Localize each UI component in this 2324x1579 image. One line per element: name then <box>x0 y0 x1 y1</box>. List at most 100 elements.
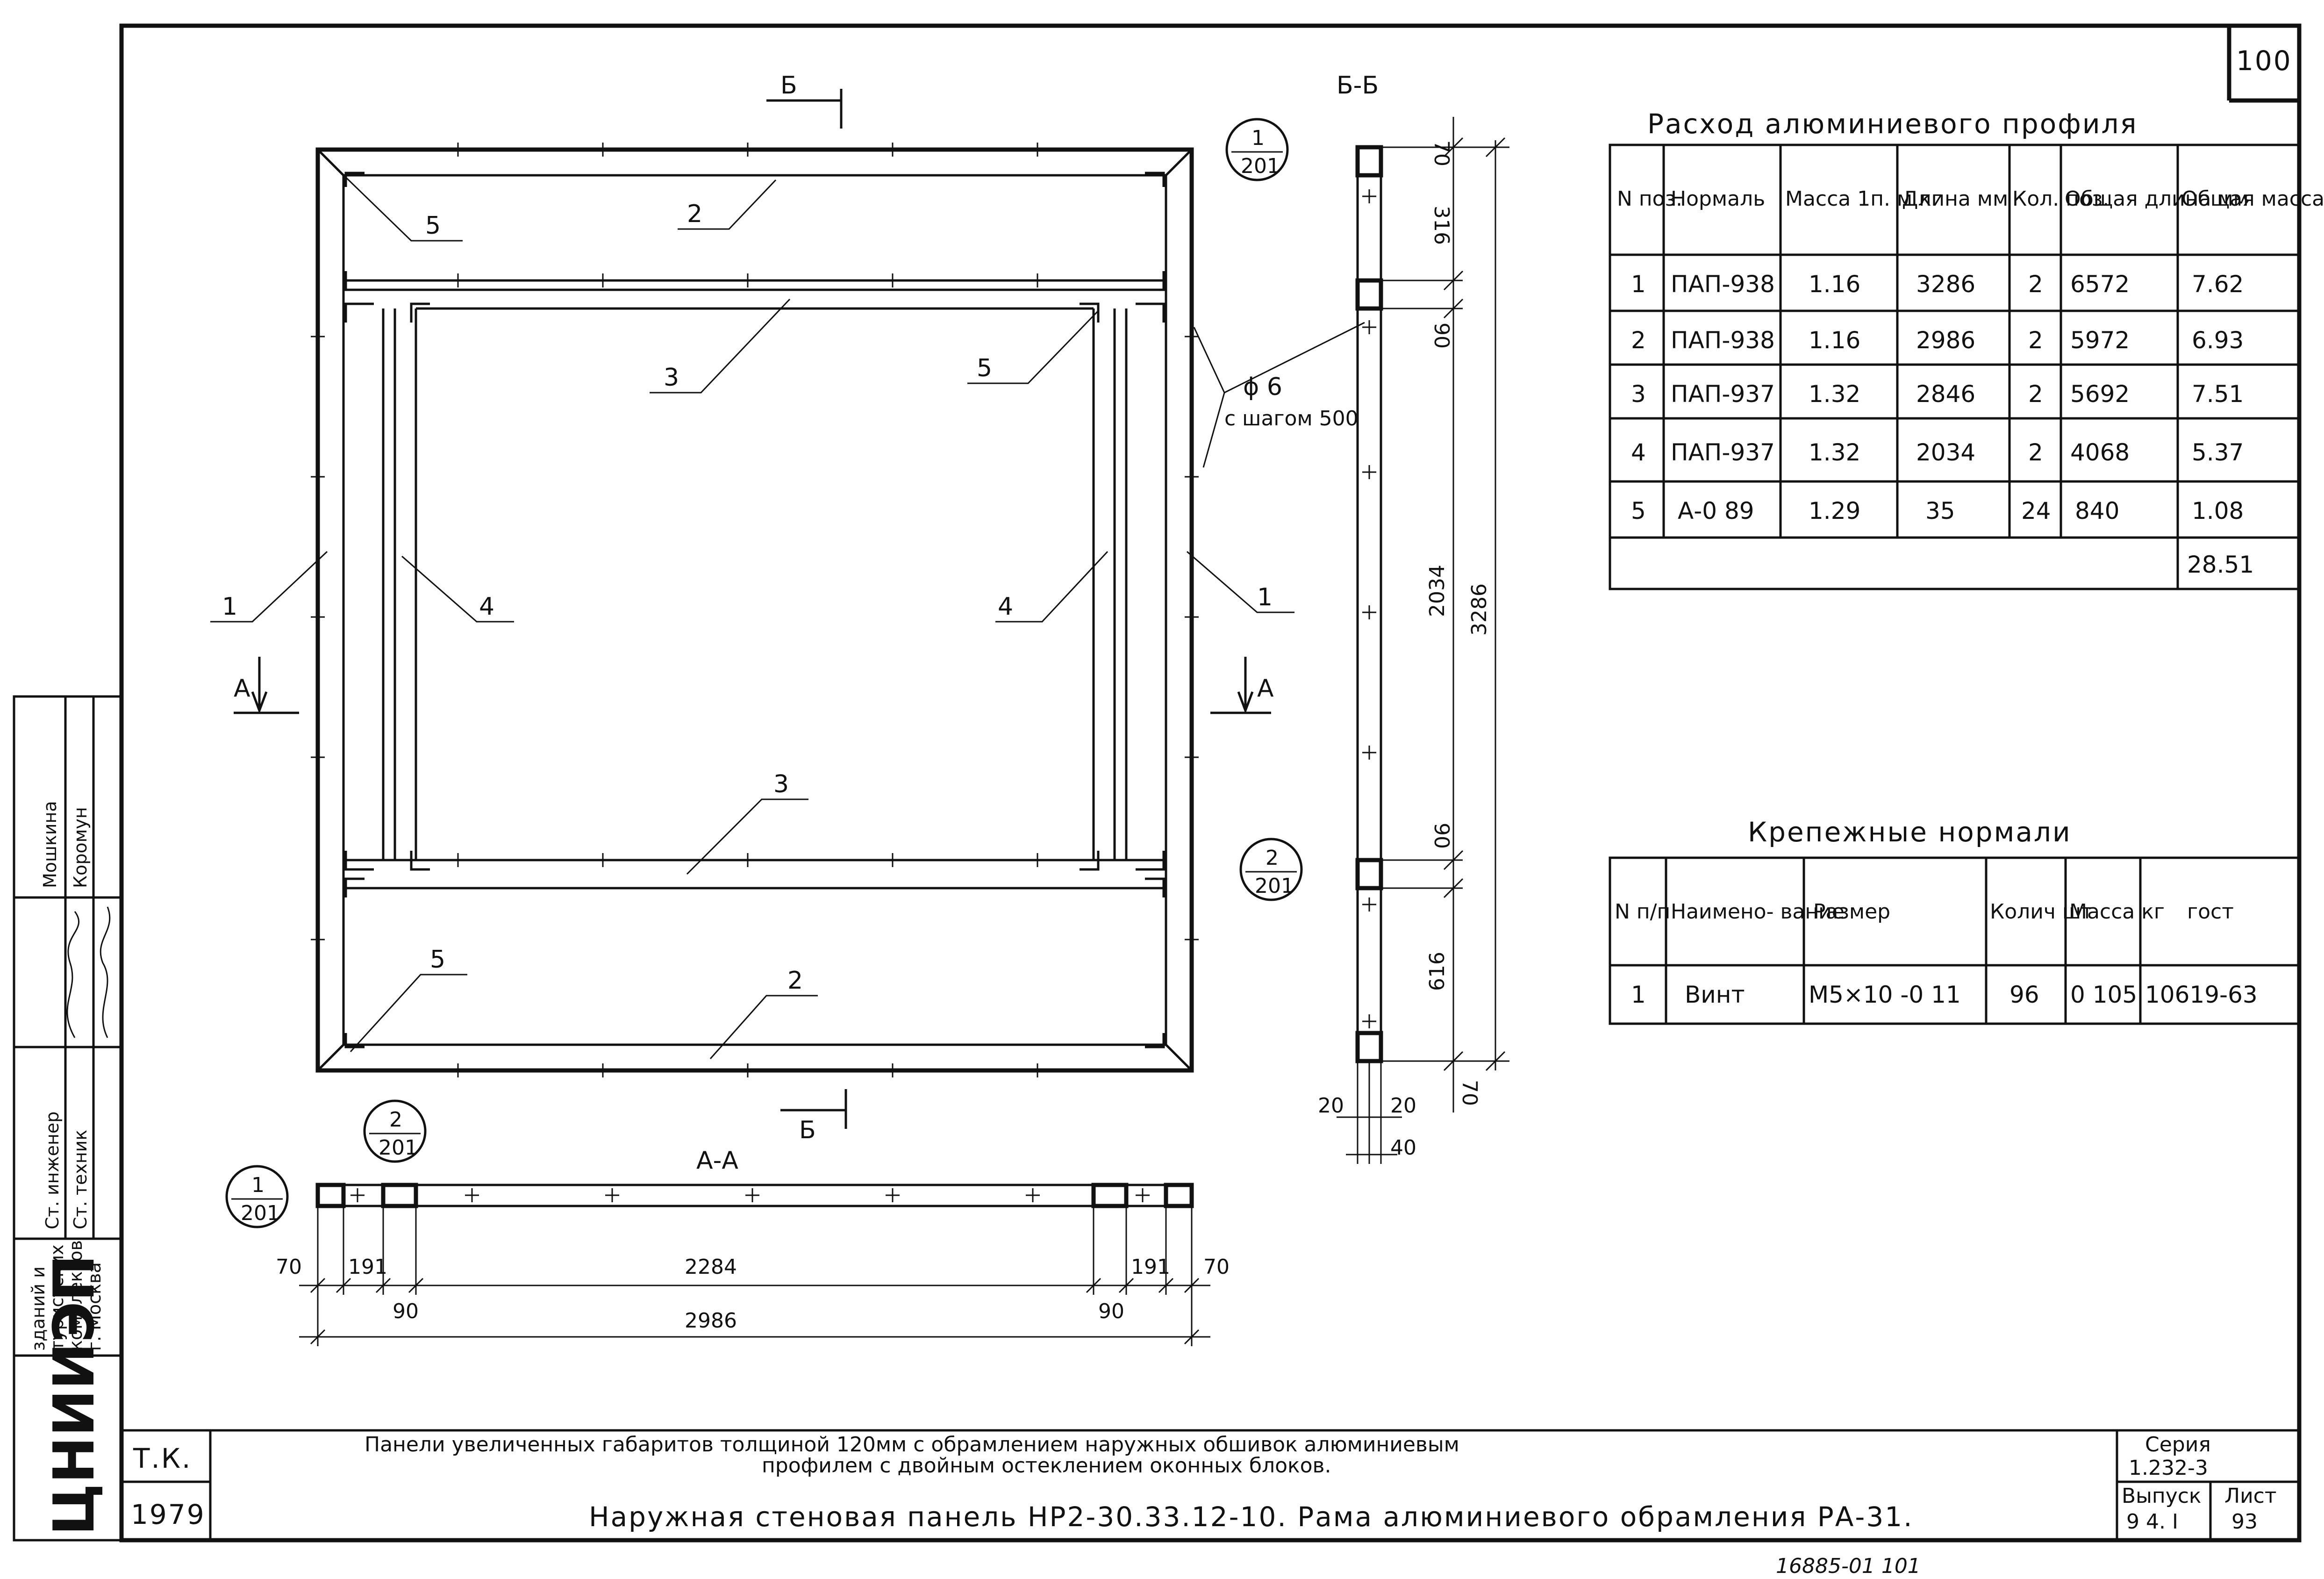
profile-row-2-count: 2 <box>2028 327 2043 354</box>
fastener-row-1: 1 Винт М5×10 -0 11 96 0 105 10619-63 <box>1631 981 2258 1008</box>
fastener-header-qty: Колич шт <box>1990 900 2093 924</box>
title-block-year: 1979 <box>131 1499 206 1530</box>
side-stamp <box>13 695 123 1542</box>
dim-bb-90-top: 90 <box>1430 323 1453 349</box>
fastener-header-size: Размер <box>1813 900 1890 924</box>
title-block-line2: профилем с двойным остеклением оконных б… <box>762 1454 1331 1478</box>
fastener-header-name: Наимено- вание <box>1671 900 1845 924</box>
profile-header-total-length: Общая длина мм <box>2065 187 2249 211</box>
profile-row-1-pos: 1 <box>1631 271 1646 298</box>
callout-2-top: 2 <box>687 200 702 228</box>
dim-bb-20-right: 20 <box>1390 1094 1416 1118</box>
profile-row-1: 1 ПАП-938 1.16 3286 2 6572 7.62 <box>1631 271 2244 298</box>
fastener-header-num: N п/п <box>1615 900 1670 924</box>
sheet-frame <box>119 23 2302 1543</box>
profile-header-normal: Нормаль <box>1671 187 1765 211</box>
profile-row-1-count: 2 <box>2028 271 2043 298</box>
detail-ref-2-bottom-sheet: 201 <box>379 1136 418 1160</box>
stamp-name-koromun: Коромун <box>70 807 91 888</box>
title-block-series-value: 1.232-3 <box>2129 1456 2208 1480</box>
title-block-issue-label: Выпуск <box>2122 1484 2202 1508</box>
profile-row-3: 3 ПАП-937 1.32 2846 2 5692 7.51 <box>1631 380 2244 408</box>
profile-row-5-pos: 5 <box>1631 497 1646 524</box>
dim-bb-70-bottom: 70 <box>1458 1080 1481 1106</box>
stamp-role-technician: Ст. техник <box>70 1130 91 1229</box>
detail-ref-1-top <box>1225 118 1289 181</box>
section-bb-marker-top: Б <box>780 72 797 100</box>
dim-bb-70-top: 70 <box>1430 140 1453 166</box>
profile-row-3-total-mass: 7.51 <box>2192 380 2244 408</box>
section-aa-marker-right: А <box>1257 675 1274 703</box>
section-markers <box>234 89 1271 1129</box>
dim-aa-70-right: 70 <box>1203 1255 1230 1279</box>
profile-row-3-length: 2846 <box>1916 380 1975 408</box>
dim-aa-2986: 2986 <box>685 1309 737 1333</box>
profile-row-5-length: 35 <box>1925 497 1955 524</box>
profile-row-4-length: 2034 <box>1916 439 1975 466</box>
dim-bb-3286: 3286 <box>1467 583 1491 636</box>
detail-ref-2-bottom-num: 2 <box>389 1108 402 1132</box>
profile-row-2-pos: 2 <box>1631 327 1646 354</box>
profile-row-3-count: 2 <box>2028 380 2043 408</box>
profile-table-title: Расход алюминиевого профиля <box>1647 108 2138 140</box>
detail-ref-1-aa-sheet: 201 <box>241 1201 280 1225</box>
stamp-role-engineer: Ст. инженер <box>42 1112 63 1229</box>
profile-total-mass: 28.51 <box>2187 551 2254 578</box>
dim-aa-2284: 2284 <box>685 1255 737 1279</box>
section-bb-title: Б-Б <box>1337 72 1379 100</box>
stamp-org-line4: г. Москва <box>84 1262 105 1351</box>
dim-aa-90-right: 90 <box>1098 1299 1124 1323</box>
profile-row-2-total-length: 5972 <box>2070 327 2130 354</box>
profile-row-1-total-mass: 7.62 <box>2192 271 2244 298</box>
detail-ref-1-aa <box>225 1165 289 1228</box>
profile-row-5: 5 А-0 89 1.29 35 24 840 1.08 <box>1631 497 2244 524</box>
bolt-note-diameter: ϕ 6 <box>1243 373 1282 401</box>
fastener-row-1-qty: 96 <box>2009 981 2039 1008</box>
profile-header-length: Длина мм <box>1902 187 2008 211</box>
profile-row-4-mass: 1.32 <box>1809 439 1860 466</box>
profile-row-4: 4 ПАП-937 1.32 2034 2 4068 5.37 <box>1631 439 2244 466</box>
profile-row-4-count: 2 <box>2028 439 2043 466</box>
profile-row-3-total-length: 5692 <box>2070 380 2130 408</box>
dim-aa-70-left: 70 <box>276 1255 302 1279</box>
section-aa-drawing <box>299 1183 1210 1346</box>
profile-row-1-normal: ПАП-938 <box>1671 271 1775 298</box>
profile-row-4-normal: ПАП-937 <box>1671 439 1775 466</box>
dim-bb-316: 316 <box>1430 206 1453 245</box>
profile-row-4-total-mass: 5.37 <box>2192 439 2244 466</box>
dim-bb-2034: 2034 <box>1425 565 1449 617</box>
callout-1-right: 1 <box>1257 583 1273 611</box>
profile-row-5-total-mass: 1.08 <box>2192 497 2244 524</box>
profile-row-2-total-mass: 6.93 <box>2192 327 2244 354</box>
profile-row-5-count: 24 <box>2021 497 2051 524</box>
dim-bb-40: 40 <box>1390 1136 1416 1160</box>
fastener-row-1-gost: 10619-63 <box>2145 981 2258 1008</box>
callout-3-top: 3 <box>664 364 679 392</box>
detail-ref-2-mid-sheet: 201 <box>1255 874 1294 898</box>
profile-row-4-total-length: 4068 <box>2070 439 2130 466</box>
section-aa-title: А-А <box>696 1147 738 1175</box>
profile-row-3-normal: ПАП-937 <box>1671 380 1775 408</box>
fastener-header-mass: Масса кг <box>2069 900 2165 924</box>
profile-header-pos: N поз. <box>1617 187 1682 211</box>
profile-row-1-mass: 1.16 <box>1809 271 1860 298</box>
stamp-org-line2: туристских <box>47 1245 67 1351</box>
section-bb-drawing <box>1337 117 1509 1164</box>
callout-3-bottom: 3 <box>773 770 789 798</box>
callout-4-left: 4 <box>479 593 494 621</box>
profile-row-3-pos: 3 <box>1631 380 1646 408</box>
title-block-line3: Наружная стеновая панель НР2-30.33.12-10… <box>589 1501 1914 1533</box>
profile-header-total-mass: Общая масса кг <box>2181 187 2324 211</box>
detail-ref-1-aa-num: 1 <box>251 1173 265 1197</box>
dim-aa-191-left: 191 <box>348 1255 387 1279</box>
callout-2-bottom: 2 <box>787 967 803 995</box>
title-block-sheet-value: 93 <box>2231 1510 2258 1534</box>
section-aa-marker-left: А <box>234 675 250 703</box>
callout-4-right: 4 <box>998 593 1013 621</box>
callout-1-left: 1 <box>222 593 237 621</box>
profile-table-grid <box>1609 144 2301 590</box>
fastener-table-grid <box>1609 856 2301 1025</box>
fastener-row-1-size: М5×10 -0 11 <box>1809 981 1961 1008</box>
fastener-row-1-mass: 0 105 <box>2070 981 2137 1008</box>
callout-5-bottom: 5 <box>430 946 445 974</box>
